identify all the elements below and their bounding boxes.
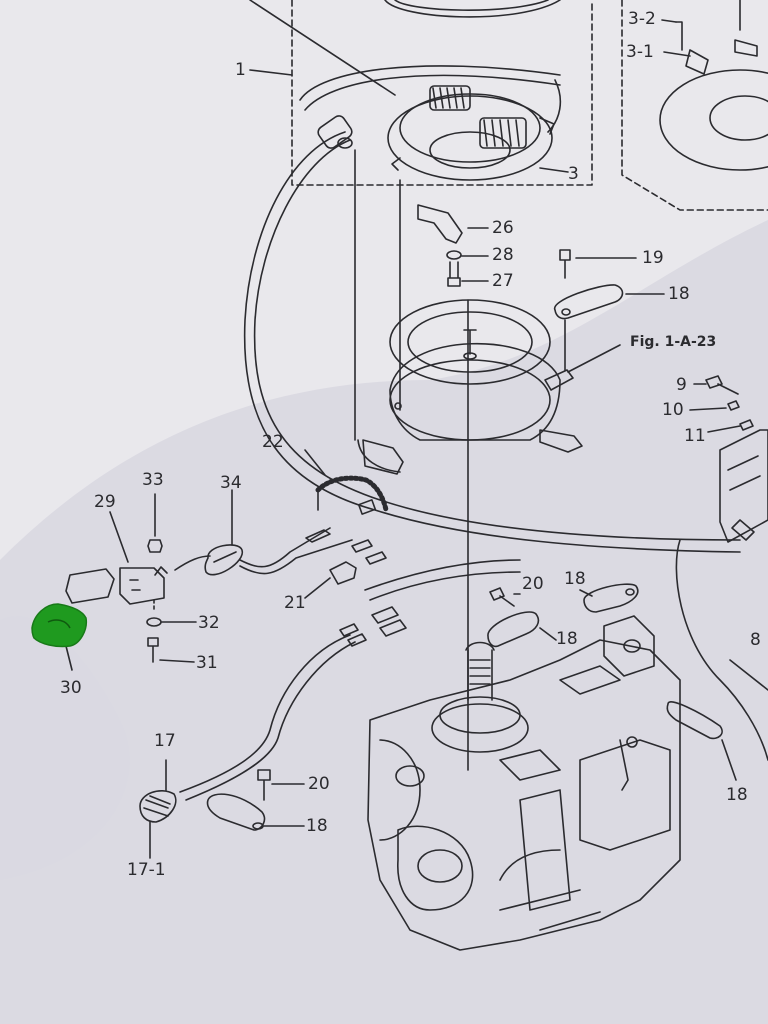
page-shadow [0,220,768,1024]
callout-18-mid-lower: 18 [556,629,578,649]
callout-31: 31 [196,653,218,673]
wire-17 [179,634,351,793]
callout-20-lower: 20 [308,774,330,794]
callout-22: 22 [262,432,284,452]
callout-32: 32 [198,613,220,633]
sensor-17 [139,790,177,823]
part-26 [417,204,463,244]
callout-3-1: 3-1 [626,42,654,62]
callout-27: 27 [492,271,514,291]
flywheel-top [384,0,561,18]
engine-block [367,615,681,951]
callout-26: 26 [492,218,514,238]
grommet-34 [204,544,243,576]
callout-30: 30 [60,678,82,698]
callout-18-mid: 18 [564,569,586,589]
flywheel-cover [389,299,583,453]
switch-29 [65,566,168,605]
assembly-box-dashed [291,0,593,186]
page-shadow-left [0,616,130,880]
wire-harness [253,139,741,541]
pulser-assembly-right [659,0,768,171]
callout-18-top: 18 [668,284,690,304]
callout-34: 34 [220,473,242,493]
callout-21: 21 [284,593,306,613]
plate-18-top [554,284,624,320]
callout-18-lower: 18 [306,816,328,836]
plate-18-lower [206,793,266,831]
callout-17: 17 [154,731,176,751]
figure-reference: Fig. 1-A-23 [630,334,717,350]
callout-33: 33 [142,470,164,490]
callout-10: 10 [662,400,684,420]
callout-11: 11 [684,426,706,446]
stator-assembly [387,85,555,181]
callout-28: 28 [492,245,514,265]
callout-9: 9 [676,375,687,395]
callout-3-2: 3-2 [628,9,656,29]
highlight-part-30 [31,603,88,648]
callout-18-right: 18 [726,785,748,805]
callout-17-1: 17-1 [127,860,166,880]
callout-8: 8 [750,630,761,650]
assembly-box-right-dashed [621,0,768,211]
callout-29: 29 [94,492,116,512]
callout-19: 19 [642,248,664,268]
ignition-coil [719,429,768,543]
callout-3: 3 [568,164,579,184]
ground-wire-22 [304,449,389,515]
callout-20-mid: 20 [522,574,544,594]
callout-1: 1 [235,60,246,80]
